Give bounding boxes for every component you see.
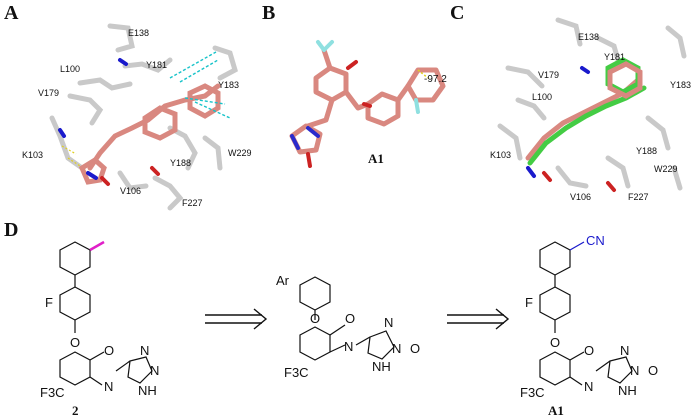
residue-label: V179 xyxy=(38,88,59,98)
residue-label: W229 xyxy=(654,164,678,174)
atom-label: O xyxy=(104,343,114,358)
atom-label: O xyxy=(584,343,594,358)
panel-c-overlay-image: E138 Y181 V179 L100 Y183 Y188 K103 W229 … xyxy=(490,17,691,202)
atom-label: N xyxy=(140,343,149,358)
atom-label: F3C xyxy=(520,385,545,400)
ligand-sticks xyxy=(78,83,221,185)
atom-label: N xyxy=(384,315,393,330)
residue-label: V179 xyxy=(538,70,559,80)
atom-label: O xyxy=(648,363,658,378)
atom-label: N xyxy=(392,341,401,356)
residue-label: Y188 xyxy=(170,158,191,168)
panel-a-docking-image: E138 Y181 L100 V179 Y183 K103 Y188 W229 … xyxy=(22,23,252,211)
panel-b-ligand-image: -97.2 A1 xyxy=(289,40,447,168)
residue-label: Y181 xyxy=(146,60,167,70)
compound-label-a1: A1 xyxy=(368,151,384,166)
structure-2 xyxy=(59,241,153,386)
atom-label: N xyxy=(620,343,629,358)
atom-label: Ar xyxy=(276,273,290,288)
ligand-a1-sticks xyxy=(289,47,446,155)
atom-label: F3C xyxy=(40,385,65,400)
panel-letter-b: B xyxy=(262,2,276,24)
transform-arrow-1 xyxy=(205,308,268,330)
panel-d-scheme: F O O N N N NH F3C 2 Ar O O N N N NH O F… xyxy=(40,233,658,418)
transform-arrow-2 xyxy=(447,308,510,330)
atom-label: O xyxy=(70,335,80,350)
residue-label: Y188 xyxy=(636,146,657,156)
atom-label: NH xyxy=(618,383,637,398)
compound-caption-2: 2 xyxy=(72,403,79,418)
panel-letter-a: A xyxy=(4,2,19,24)
residue-label: K103 xyxy=(490,150,511,160)
atom-label: O xyxy=(410,341,420,356)
panel-letter-d: D xyxy=(4,219,19,241)
residue-label: E138 xyxy=(578,32,599,42)
residue-label: E138 xyxy=(128,28,149,38)
residue-sticks xyxy=(497,17,687,191)
atom-label: NH xyxy=(138,383,157,398)
atom-label: F xyxy=(525,295,533,310)
atom-label: N xyxy=(630,363,639,378)
atom-label: N xyxy=(150,363,159,378)
nitrile-label: CN xyxy=(586,233,605,248)
residue-label: L100 xyxy=(60,64,80,74)
compound-caption-a1: A1 xyxy=(548,403,564,418)
atom-label: NH xyxy=(372,359,391,374)
panel-letter-c: C xyxy=(450,2,465,24)
residue-label: L100 xyxy=(532,92,552,102)
residue-label: K103 xyxy=(22,150,43,160)
residue-label: Y183 xyxy=(218,80,239,90)
residue-label: Y181 xyxy=(604,52,625,62)
atom-label: O xyxy=(345,311,355,326)
atom-label: O xyxy=(550,335,560,350)
residue-label: Y183 xyxy=(670,80,691,90)
methyl-highlight xyxy=(89,240,105,252)
atom-label: N xyxy=(104,379,113,394)
residue-label: F227 xyxy=(628,192,649,202)
residue-sticks xyxy=(49,23,238,211)
residue-label: V106 xyxy=(570,192,591,202)
structure-generic xyxy=(299,276,395,361)
residue-label: V106 xyxy=(120,186,141,196)
interaction-dashes xyxy=(169,51,231,119)
residue-label: F227 xyxy=(182,198,203,208)
atom-label: F3C xyxy=(284,365,309,380)
dihedral-angle-label: -97.2 xyxy=(424,74,447,85)
atom-label: N xyxy=(584,379,593,394)
structure-a1 xyxy=(539,241,633,386)
residue-label: W229 xyxy=(228,148,252,158)
atom-label: F xyxy=(45,295,53,310)
atom-label: N xyxy=(344,339,353,354)
atom-label: O xyxy=(310,311,320,326)
